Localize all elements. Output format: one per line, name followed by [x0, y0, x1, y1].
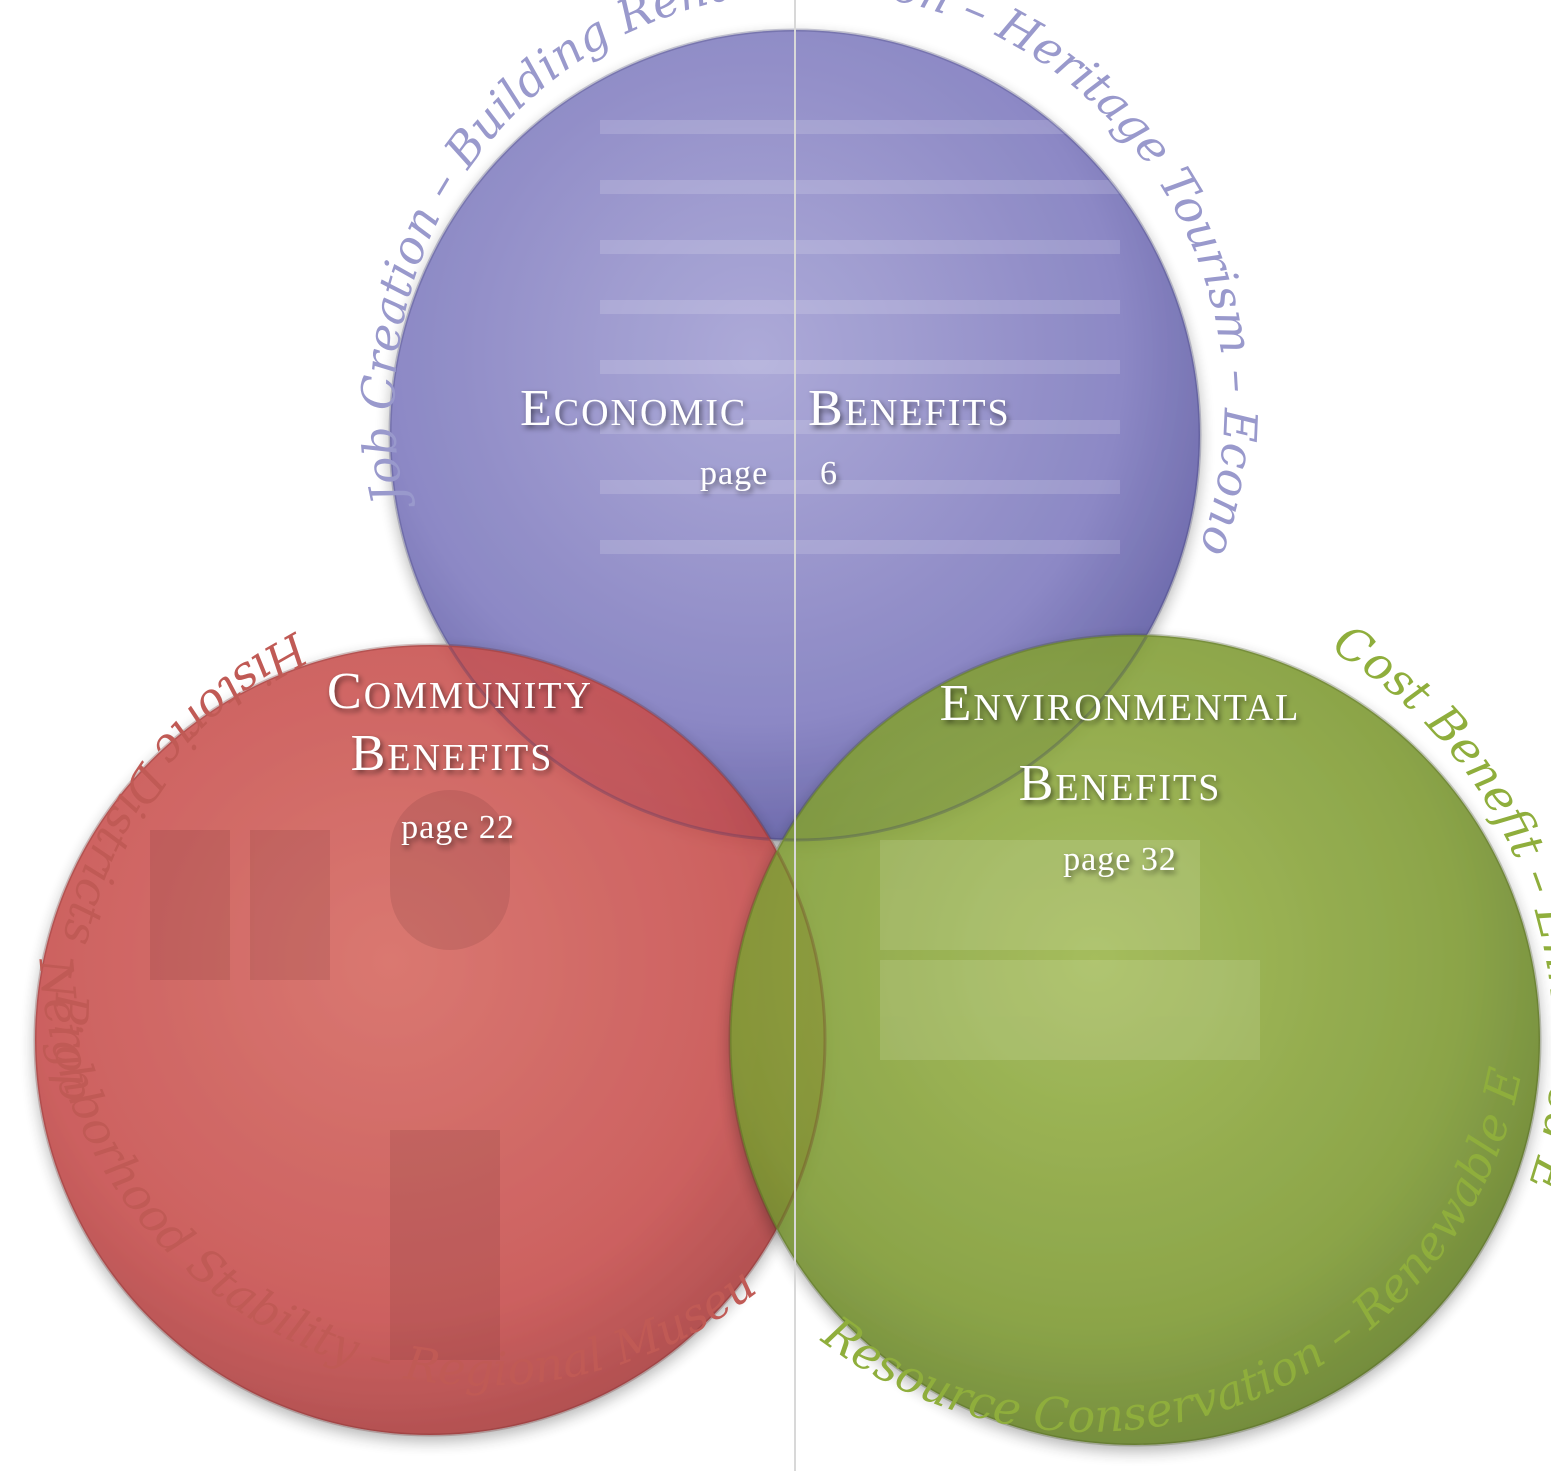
building-windows-texture: [150, 790, 1260, 1360]
community-title-line1: COMMUNITY: [327, 663, 593, 720]
environmental-title-line1: ENVIRONMENTAL: [940, 675, 1301, 732]
community-title-initial: C: [327, 663, 364, 720]
economic-title-initial: E: [520, 380, 554, 437]
community-title-line2: BENEFITS: [351, 725, 554, 782]
environmental-title2-rest: ENEFITS: [1055, 767, 1221, 809]
community-title-group: COMMUNITY BENEFITS page 22: [327, 663, 593, 846]
economic-title2-rest: ENEFITS: [845, 392, 1011, 434]
economic-title2-initial: B: [808, 380, 845, 437]
environmental-title-initial: E: [940, 675, 974, 732]
environmental-title2-initial: B: [1019, 755, 1056, 812]
community-circle: [35, 645, 825, 1435]
economic-page-number: 6: [820, 455, 838, 492]
economic-title-line2: BENEFITS: [808, 380, 1011, 437]
environmental-title-group: ENVIRONMENTAL BENEFITS page 32: [940, 675, 1301, 878]
circles-group: [33, 28, 1542, 1447]
environmental-title-rest: NVIRONMENTAL: [973, 687, 1300, 729]
economic-title-line1: ECONOMIC: [520, 380, 747, 437]
environmental-circle: [730, 635, 1540, 1445]
community-page-ref: page 22: [401, 809, 515, 846]
community-title-rest: OMMUNITY: [364, 675, 593, 717]
environmental-page-ref: page 32: [1063, 841, 1177, 878]
community-title2-rest: ENEFITS: [387, 737, 553, 779]
economic-title-group: ECONOMIC BENEFITS page 6: [520, 380, 1011, 492]
overlap-tint: [33, 28, 1542, 1447]
brick-texture: [600, 120, 1120, 554]
economic-title-rest: CONOMIC: [554, 392, 747, 434]
community-title2-initial: B: [351, 725, 388, 782]
environmental-title-line2: BENEFITS: [1019, 755, 1222, 812]
economic-page-label: page: [700, 455, 768, 492]
